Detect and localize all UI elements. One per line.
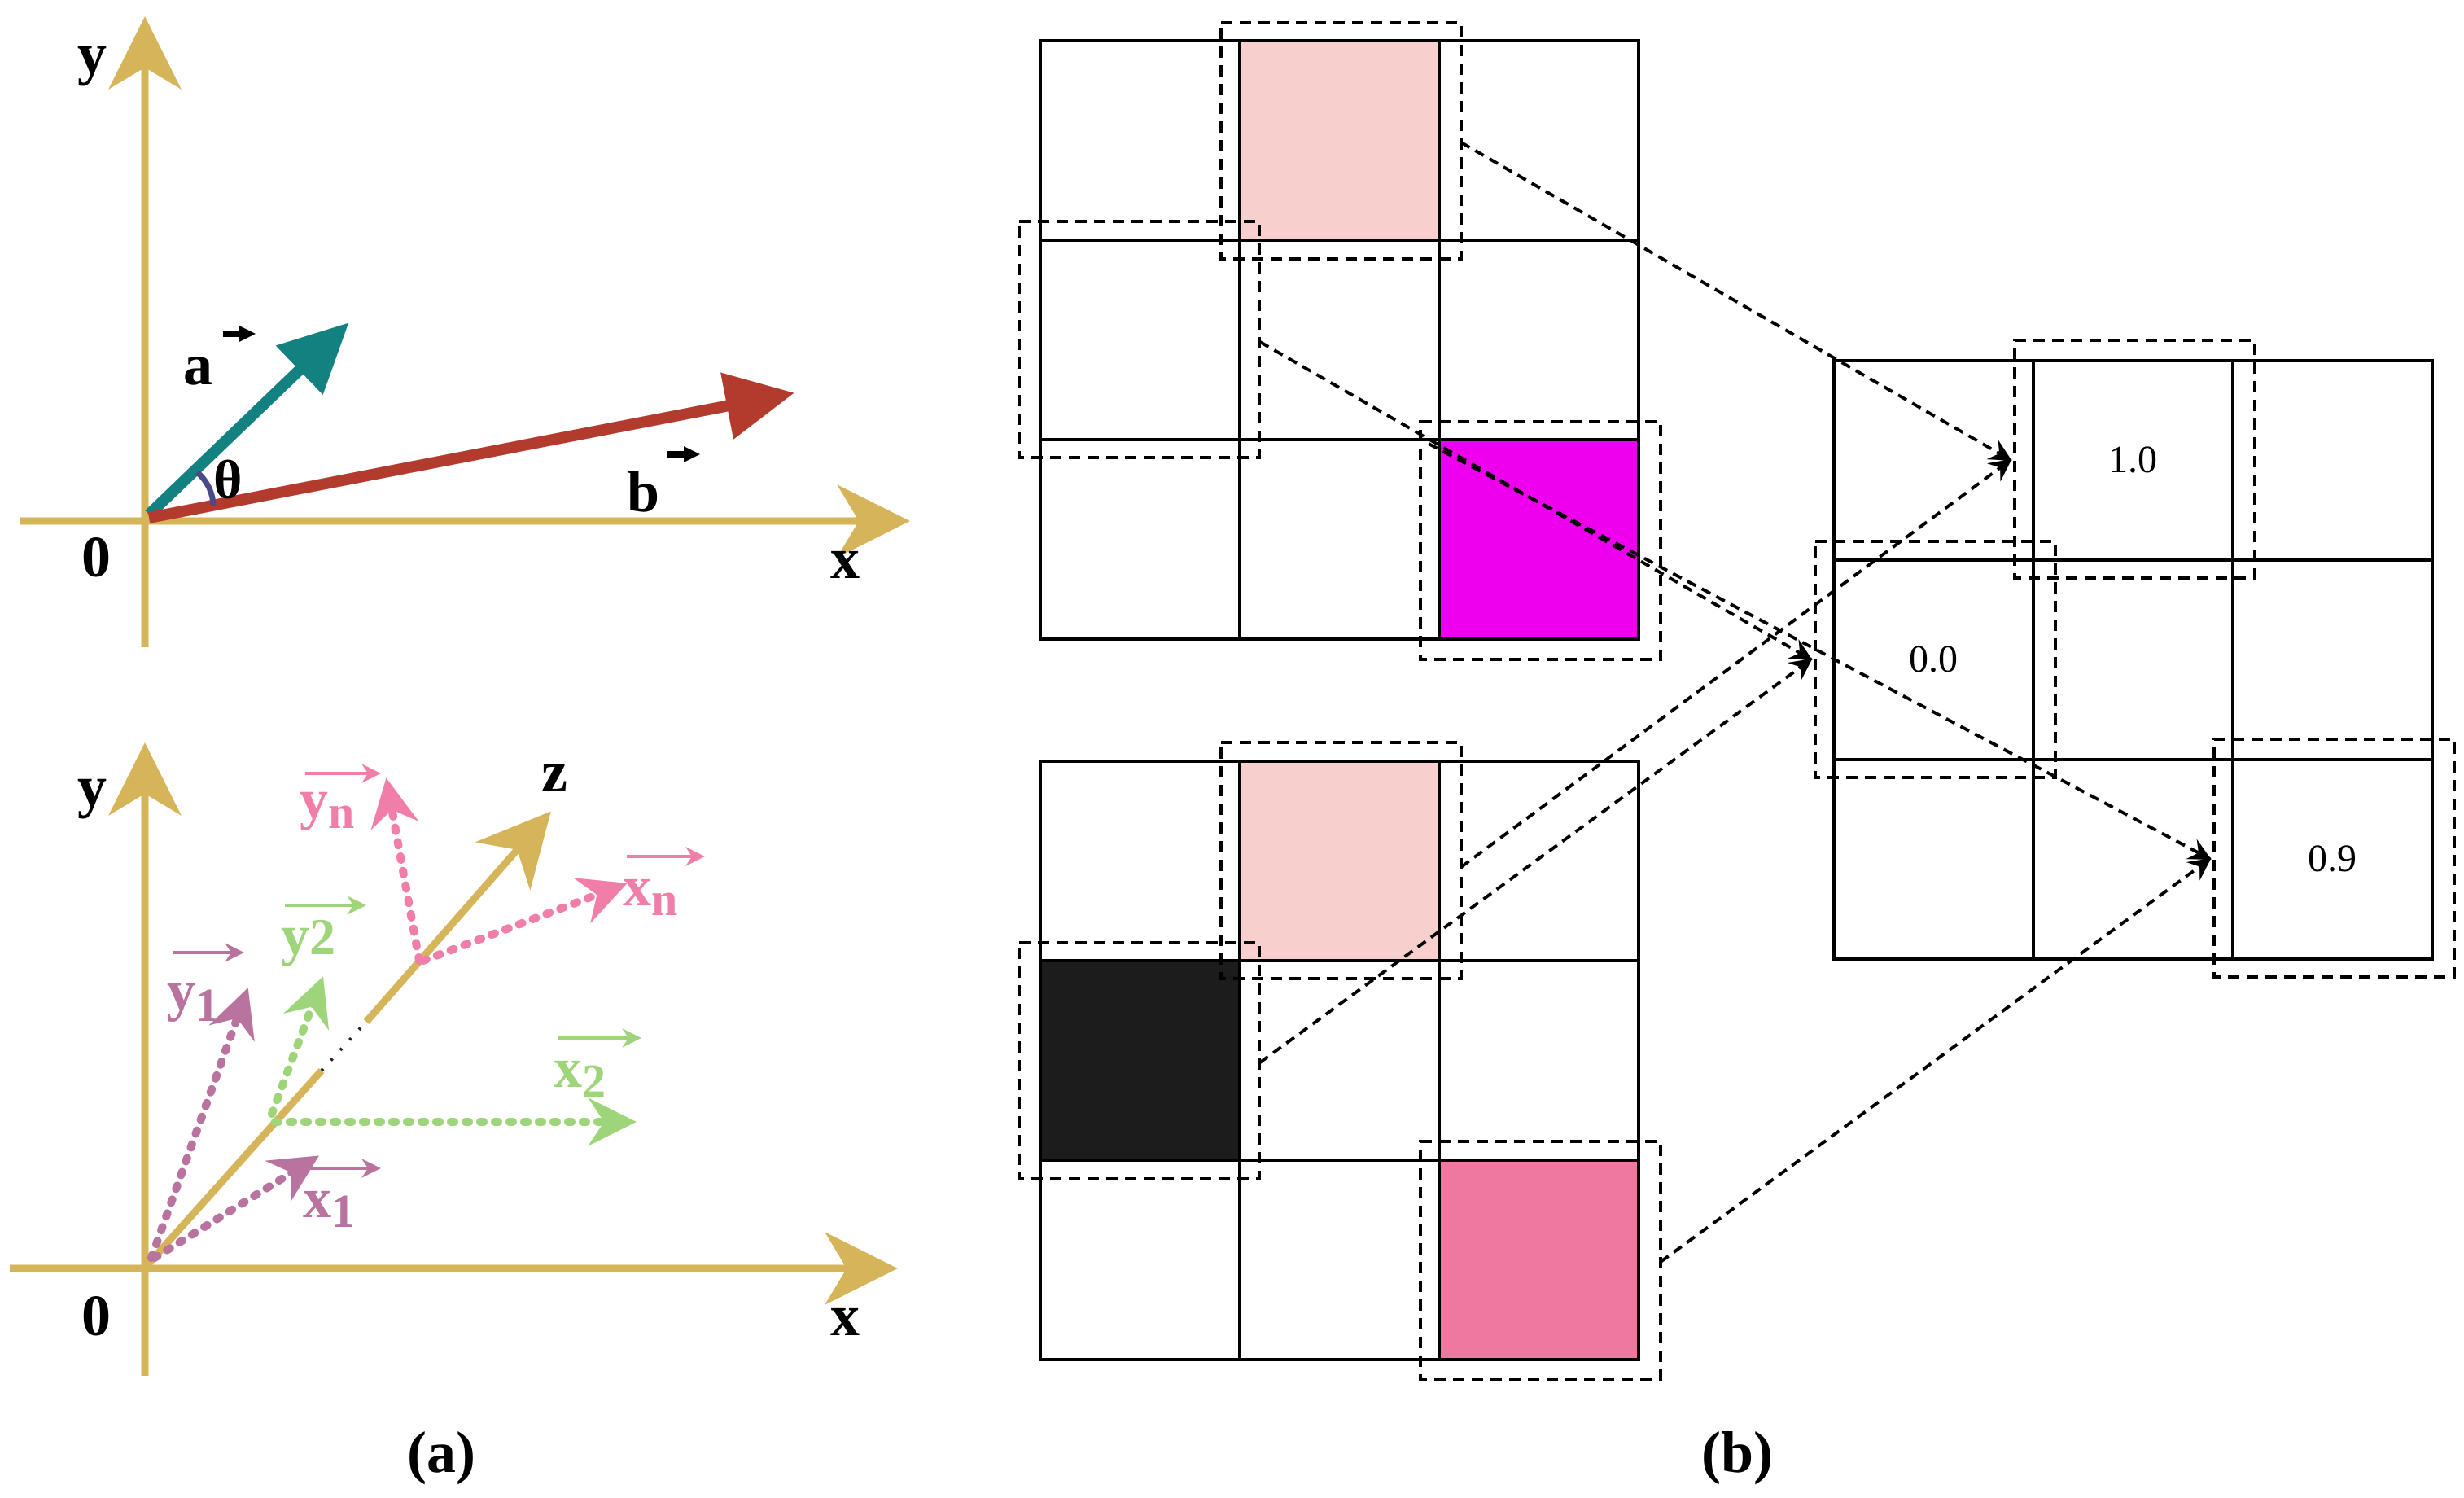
result-value-bottom: 0.9 <box>2308 837 2357 880</box>
highlight-box <box>1018 941 1261 1180</box>
top-origin-label: 0 <box>81 524 111 589</box>
y1-vector <box>147 988 255 1262</box>
grid-cell-2-2 <box>1438 1159 1640 1361</box>
grid-cell-2-0 <box>1039 1159 1241 1361</box>
bottom-origin-label: 0 <box>81 1283 111 1348</box>
top-x-axis-label: x <box>830 526 860 591</box>
grid-cell-0-2 <box>1438 39 1640 242</box>
grid-cell-1-0 <box>1039 239 1241 441</box>
result-value-top: 1.0 <box>2108 438 2157 481</box>
grid-cell-2-1 <box>1238 1159 1441 1361</box>
top-y-axis-label: y <box>77 21 107 86</box>
yn-vector <box>370 777 423 965</box>
x1-label-group: x1 <box>303 1159 381 1237</box>
grid-cell-1-0 <box>1039 959 1241 1162</box>
y1-label-group: y1 <box>167 943 244 1032</box>
highlight-box <box>1219 21 1463 261</box>
grid-cell-0-2 <box>1438 760 1640 962</box>
vector-a-label: a <box>183 332 212 397</box>
grid-cell-1-1 <box>1238 959 1441 1162</box>
y2-vector <box>268 976 330 1118</box>
x1-label: x1 <box>303 1167 355 1237</box>
angle-label: θ <box>213 449 243 510</box>
x2-label: x2 <box>554 1037 606 1107</box>
vector-b-arrow <box>147 372 794 523</box>
highlight-box <box>1419 420 1662 661</box>
highlight-box <box>2212 738 2456 979</box>
grid-cell-1-1 <box>2032 558 2234 761</box>
grid-cell-0-0 <box>1039 39 1241 242</box>
mapping-arrow <box>1460 141 2012 462</box>
grid-cell-0-1 <box>1238 39 1441 242</box>
vector-a-arrow <box>145 322 349 519</box>
vector-b-label: b <box>627 459 659 524</box>
bottom-y-axis-label: y <box>77 754 107 819</box>
grid-cell-0-1 <box>2032 359 2234 562</box>
y2-label: y2 <box>281 904 335 967</box>
bottom-x-axis-label: x <box>830 1283 860 1348</box>
mapping-arrow <box>1428 442 2212 861</box>
panel-a-label: (a) <box>407 1420 475 1485</box>
result-grid: 1.0 0.0 0.9 <box>1814 339 2456 979</box>
grid-cell-2-1 <box>2032 758 2234 961</box>
grid-cell-0-1 <box>1238 760 1441 962</box>
z-axis-label: z <box>541 739 567 804</box>
input-grid-bottom <box>1018 741 1662 1381</box>
x2-label-group: x2 <box>554 1028 641 1107</box>
grid-cell-1-1 <box>1238 239 1441 441</box>
x1-vector <box>151 1155 319 1262</box>
grid-cell-1-2 <box>1438 239 1640 441</box>
grid-cell-0-2 <box>2231 359 2434 562</box>
grid-cell-1-2 <box>2231 558 2434 761</box>
y2-label-group: y2 <box>281 896 366 967</box>
result-value-middle: 0.0 <box>1909 637 1958 681</box>
xn-label-group: xn <box>623 847 705 926</box>
panel-b-label: (b) <box>1701 1420 1773 1485</box>
highlight-box <box>2013 339 2256 580</box>
grid-cell-1-2 <box>1438 959 1640 1162</box>
xn-label: xn <box>623 856 677 926</box>
grid-cell-1-0 <box>1832 558 2035 761</box>
xn-vector <box>419 878 628 965</box>
grid-cell-2-0 <box>1039 438 1241 641</box>
grid-cell-0-0 <box>1039 760 1241 962</box>
grid-cell-2-2 <box>2231 758 2434 961</box>
highlight-box <box>1814 540 2057 779</box>
yn-label: yn <box>300 769 354 839</box>
grid-cell-0-0 <box>1832 359 2035 562</box>
grid-cell-2-0 <box>1832 758 2035 961</box>
bottom-vector-plot: y x z 0 y1 x1 y2 x2 yn <box>10 739 898 1376</box>
yn-label-group: yn <box>300 764 381 839</box>
z-axis-gap <box>320 1020 368 1072</box>
z-axis-upper <box>363 811 551 1024</box>
input-grid-top <box>1018 21 1662 661</box>
y1-label: y1 <box>167 960 219 1032</box>
z-axis-lower <box>143 1067 325 1269</box>
highlight-box <box>1219 741 1463 980</box>
highlight-box <box>1018 220 1261 459</box>
top-vector-plot: y x 0 θ a b <box>20 16 910 647</box>
grid-cell-2-1 <box>1238 438 1441 641</box>
angle-arc <box>195 470 217 507</box>
mapping-arrows <box>1258 141 2212 1264</box>
mapping-arrow <box>1460 458 2012 869</box>
